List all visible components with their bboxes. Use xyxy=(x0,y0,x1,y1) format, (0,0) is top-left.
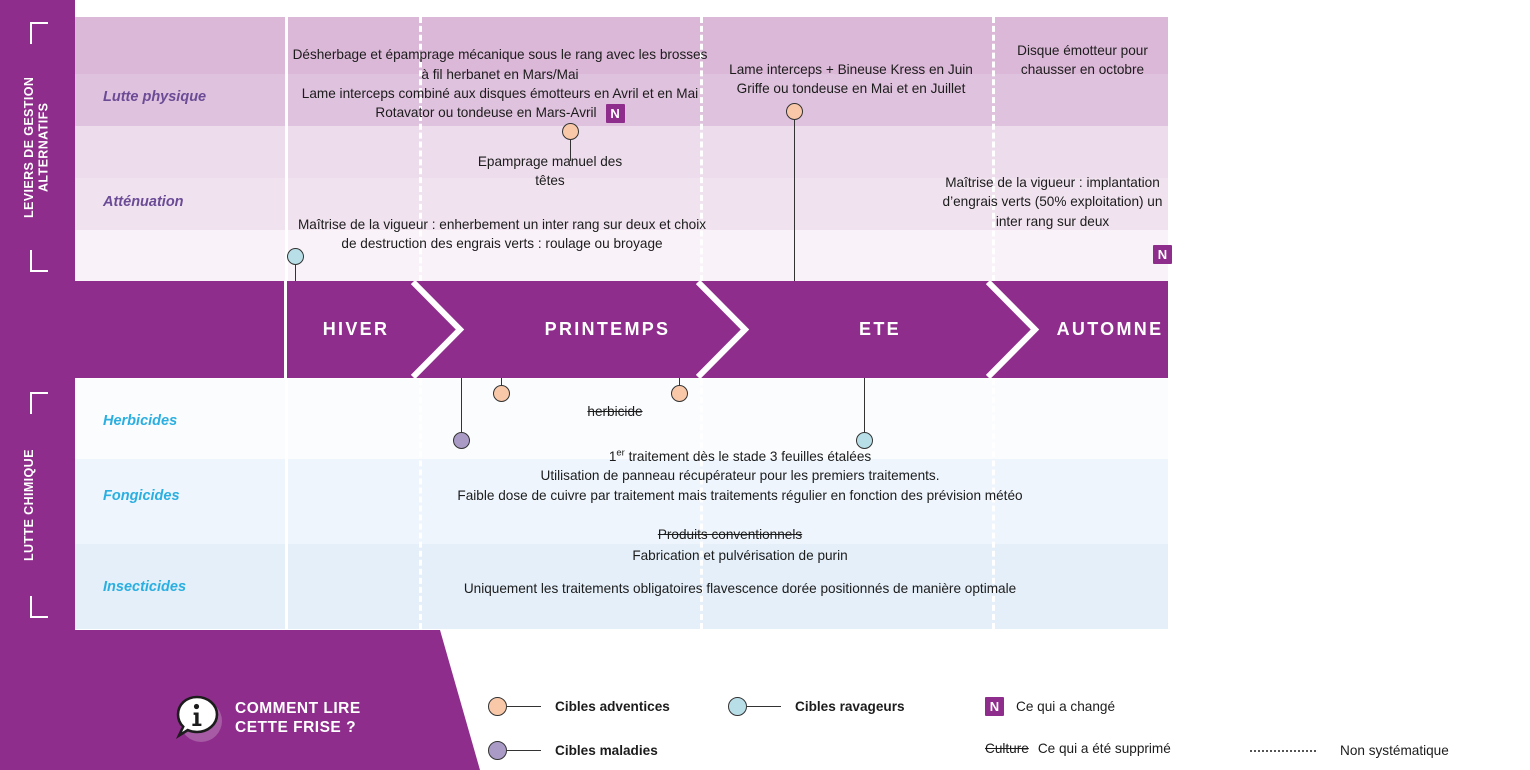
col-divider-bot-2 xyxy=(419,379,422,629)
season-bar: HIVER PRINTEMPS ETE AUTOMNE xyxy=(75,281,1168,378)
howto-label: COMMENT LIRE CETTE FRISE ? xyxy=(235,699,361,736)
legend-line xyxy=(507,705,541,708)
marker-stem xyxy=(863,378,866,433)
season-printemps[interactable]: PRINTEMPS xyxy=(544,319,671,339)
col-divider-bot-1 xyxy=(285,379,288,629)
howto-block[interactable]: COMMENT LIRE CETTE FRISE ? xyxy=(175,695,361,742)
legend-label: Ce qui a changé xyxy=(1016,699,1116,714)
legend-line xyxy=(507,749,541,752)
rail-label-alternatifs: LEVIERS DE GESTION ALTERNATIFS xyxy=(22,76,51,219)
note-attenuation-epamprage: Epamprage manuel des têtes xyxy=(477,154,623,189)
new-badge-attenuation: N xyxy=(1153,245,1172,264)
legend-dashed-line xyxy=(1250,749,1316,752)
legend-item-cibles-maladies[interactable]: Cibles maladies xyxy=(488,741,658,760)
legend-label: Cibles ravageurs xyxy=(795,699,905,714)
marker-stem xyxy=(678,378,681,386)
legend-item-ce-qui-a-ete-supprime[interactable]: Culture Ce qui a été supprimé xyxy=(985,741,1171,756)
col-divider-bot-3 xyxy=(700,379,703,629)
note-attenuation-vigueur: Maîtrise de la vigueur : enherbement un … xyxy=(297,217,707,252)
note-fongicide-l3: Faible dose de cuivre par traitement mai… xyxy=(457,488,1023,503)
legend-strike-sample: Culture xyxy=(985,741,1029,756)
legend-dot-adventices xyxy=(488,697,507,716)
legend-item-cibles-ravageurs[interactable]: Cibles ravageurs xyxy=(728,697,905,716)
marker-dot-adventices xyxy=(786,103,803,120)
marker-dot-ravageurs xyxy=(287,248,304,265)
marker-stem xyxy=(569,139,572,161)
band-insecticides xyxy=(75,544,1168,629)
season-ete[interactable]: ETE xyxy=(859,319,901,339)
band-herbicides xyxy=(75,379,1168,459)
note-fongicide-supprime: Produits conventionnels xyxy=(657,527,803,542)
marker-dot-adventices xyxy=(671,385,688,402)
band-attenuation-b xyxy=(75,178,1168,230)
note-attenuation-engrais: Maîtrise de la vigueur : implantation d’… xyxy=(940,173,1165,231)
bracket-bottom-upper xyxy=(30,392,48,414)
marker-dot-maladies xyxy=(453,432,470,449)
legend-line xyxy=(747,705,781,708)
note-attenuation-engrais-text: Maîtrise de la vigueur : implantation d’… xyxy=(942,175,1163,229)
row-label-herbicides: Herbicides xyxy=(103,413,178,429)
row-label-attenuation: Atténuation xyxy=(103,194,184,210)
marker-stem xyxy=(294,264,297,294)
row-label-lutte-physique: Lutte physique xyxy=(103,89,207,105)
marker-dot-adventices xyxy=(562,123,579,140)
col-divider-top-1 xyxy=(285,17,288,281)
band-attenuation-c xyxy=(75,230,1168,281)
marker-dot-adventices xyxy=(493,385,510,402)
legend-item-cibles-adventices[interactable]: Cibles adventices xyxy=(488,697,670,716)
note-fongicide-l2: Utilisation de panneau récupérateur pour… xyxy=(540,468,940,483)
band-attenuation-a xyxy=(75,126,1168,178)
legend-label: Non systématique xyxy=(1340,743,1449,758)
rail-label-chimique: LUTTE CHIMIQUE xyxy=(22,449,36,561)
new-badge-physique: N xyxy=(605,104,625,124)
legend-new-badge: N xyxy=(985,697,1004,716)
marker-stem xyxy=(460,378,463,433)
row-label-insecticides: Insecticides xyxy=(103,579,187,595)
marker-stem xyxy=(500,378,503,386)
note-physique-ete: Lame interceps + Bineuse Kress en Juin G… xyxy=(729,62,973,97)
legend-item-ce-qui-a-change[interactable]: N Ce qui a changé xyxy=(985,697,1115,716)
legend-label: Cibles adventices xyxy=(555,699,670,714)
col-divider-top-4 xyxy=(992,17,995,281)
marker-dot-ravageurs xyxy=(856,432,873,449)
row-label-fongicides: Fongicides xyxy=(103,488,180,504)
legend-label: Cibles maladies xyxy=(555,743,658,758)
season-hiver[interactable]: HIVER xyxy=(322,319,390,339)
info-bubble-icon xyxy=(175,695,222,742)
howto-panel xyxy=(0,630,480,770)
note-physique-printemps: Désherbage et épamprage mécanique sous l… xyxy=(288,26,712,124)
col-divider-top-2 xyxy=(419,17,422,281)
band-physique-a xyxy=(75,17,1168,74)
season-divider-start xyxy=(284,281,287,378)
note-physique-printemps-text: Désherbage et épamprage mécanique sous l… xyxy=(292,47,708,121)
note-fongicide-l1-text: 1er traitement dès le stade 3 feuilles é… xyxy=(608,447,872,464)
bracket-top-upper xyxy=(30,22,48,44)
bracket-bottom-lower xyxy=(30,596,48,618)
note-insecticide-l1: Fabrication et pulvérisation de purin xyxy=(632,548,848,563)
bracket-top-lower xyxy=(30,250,48,272)
legend: Cibles adventices Cibles maladies Cibles… xyxy=(0,630,1530,770)
note-fongicide-l1: 1er traitement dès le stade 3 feuilles é… xyxy=(450,446,1030,466)
legend-dot-maladies xyxy=(488,741,507,760)
season-automne[interactable]: AUTOMNE xyxy=(1056,319,1164,339)
legend-dot-ravageurs xyxy=(728,697,747,716)
band-fongicides xyxy=(75,459,1168,544)
note-insecticide-l2: Uniquement les traitements obligatoires … xyxy=(463,581,1017,596)
marker-stem xyxy=(793,119,796,297)
col-divider-bot-4 xyxy=(992,379,995,629)
note-herbicide-supprime: herbicide xyxy=(587,404,643,419)
legend-item-non-systematique[interactable]: Non systématique xyxy=(1250,743,1449,758)
note-physique-automne: Disque émotteur pour chausser en octobre xyxy=(1017,43,1148,78)
legend-label: Ce qui a été supprimé xyxy=(1037,741,1171,756)
col-divider-top-3 xyxy=(700,17,703,281)
